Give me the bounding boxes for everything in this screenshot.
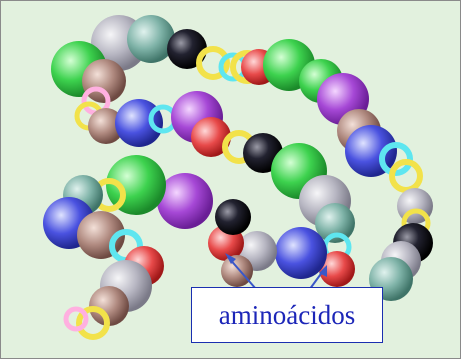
bead-purple <box>157 173 213 229</box>
amino-acid-beads <box>43 15 433 340</box>
bead-cyan <box>379 142 413 176</box>
bead-yellow <box>76 306 110 340</box>
label-box: aminoácidos <box>191 287 383 343</box>
bead-red <box>319 251 355 287</box>
bead-brown <box>89 286 129 326</box>
bead-teal <box>315 203 355 243</box>
bead-pink <box>63 306 89 332</box>
bead-brown <box>221 255 253 287</box>
bead-brown <box>88 108 124 144</box>
arrow-head-right <box>319 265 327 277</box>
bead-brown <box>82 59 126 103</box>
bead-teal <box>127 15 175 63</box>
bead-blue <box>275 227 327 279</box>
bead-yellow <box>389 159 423 193</box>
bead-red <box>191 117 231 157</box>
bead-blue <box>115 99 163 147</box>
bead-black <box>215 199 251 235</box>
amino-acids-label: aminoácidos <box>218 299 356 330</box>
bead-yellow <box>196 46 230 80</box>
arrow-head-left <box>225 253 236 264</box>
